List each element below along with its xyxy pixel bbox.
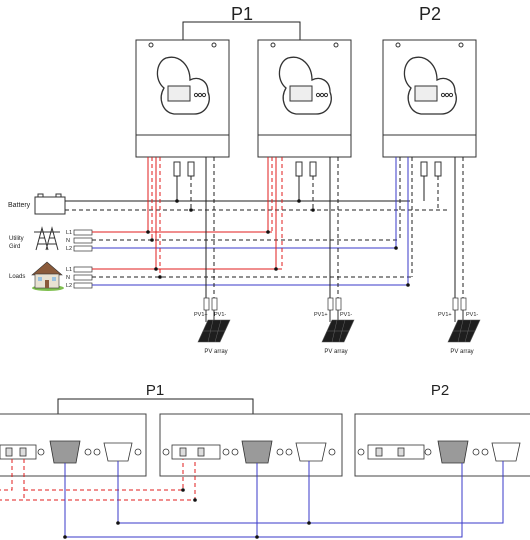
battery-label: Battery [8,202,31,209]
bottom-junction-dots [63,488,311,539]
inverter-icon [135,39,230,158]
transmission-tower-icon [34,226,60,251]
db9-connector-icon [241,440,273,464]
db9-connector-icon [103,442,133,462]
svg-text:L1: L1 [66,267,72,273]
bottom-group-bracket [57,398,254,414]
p1-group-label: P1 [231,4,253,24]
svg-text:PV1-: PV1- [340,312,352,318]
load-terminals: L1 N L2 [66,266,93,289]
pv-string-1: PV1+ PV1- PV array [194,297,231,355]
db9-connector-icon [437,440,469,464]
panel1-ports [0,440,142,464]
svg-text:L2: L2 [66,283,72,289]
db9-connector-icon [491,442,521,462]
svg-text:PV1-: PV1- [214,312,226,318]
svg-text:L1: L1 [66,230,72,236]
svg-text:PV1+: PV1+ [438,312,452,318]
junction-dots [146,199,410,287]
battery-bus [65,200,450,211]
svg-text:PV1+: PV1+ [194,312,208,318]
panel3-ports [357,440,521,464]
utility-label: Utility [9,236,24,242]
inverter-icon [257,39,352,158]
panel2-ports [162,440,336,464]
svg-text:N: N [66,238,70,244]
pv-string-2: PV1+ PV1- PV array [314,297,355,355]
p2-group-label: P2 [419,4,441,24]
house-icon [31,261,64,291]
utility-terminals: L1 N L2 [66,229,93,252]
svg-text:PV1+: PV1+ [314,312,328,318]
group-brackets [182,21,301,40]
svg-text:PV array: PV array [204,349,227,355]
svg-text:PV1-: PV1- [466,312,478,318]
svg-text:L2: L2 [66,246,72,252]
utility-label-2: Gird [9,244,20,250]
bottom-p2-label: P2 [431,382,449,399]
svg-text:PV array: PV array [450,349,473,355]
db9-connector-icon [49,440,81,464]
bottom-p1-label: P1 [146,382,164,399]
battery-icon [34,193,66,215]
utility-bus [92,231,400,249]
inverter2-drops [267,157,339,300]
pv-string-3: PV1+ PV1- PV array [438,297,481,355]
inverter3-drops [395,157,464,300]
loads-label: Loads [9,274,25,280]
inverter-icon [382,39,477,158]
load-bus [92,268,412,286]
inverter1-drops [147,157,215,300]
db9-connector-icon [295,442,327,462]
svg-text:PV array: PV array [324,349,347,355]
svg-text:N: N [66,275,70,281]
